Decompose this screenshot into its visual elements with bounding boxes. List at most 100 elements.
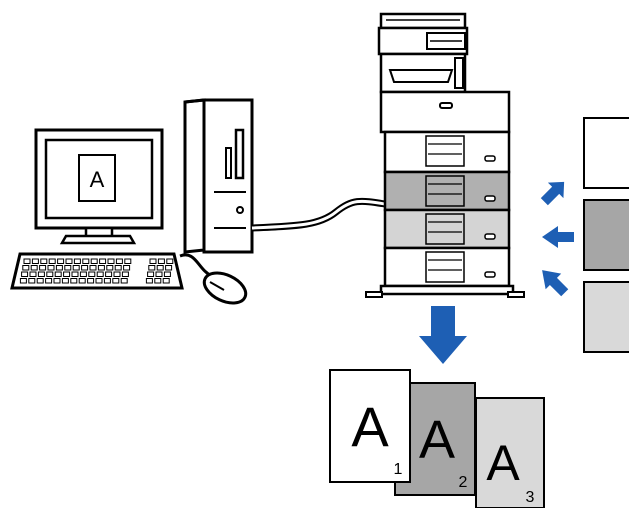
monitor: A bbox=[34, 128, 164, 245]
keyboard-key bbox=[65, 258, 73, 264]
keyboard-key bbox=[88, 271, 96, 277]
keyboard-key bbox=[79, 271, 87, 277]
keyboard-key bbox=[39, 265, 47, 271]
keyboard-key bbox=[70, 278, 78, 284]
keyboard-key bbox=[105, 271, 113, 277]
keyboard-key bbox=[73, 258, 81, 264]
keyboard-key bbox=[53, 278, 61, 284]
keyboard-key bbox=[87, 278, 95, 284]
output-page-3-number: 3 bbox=[526, 489, 535, 506]
keyboard-key bbox=[165, 265, 173, 271]
keyboard-key bbox=[163, 271, 171, 277]
keyboard-key bbox=[30, 265, 38, 271]
keyboard-key bbox=[145, 278, 153, 284]
keyboard-key bbox=[28, 278, 36, 284]
keyboard-key bbox=[81, 265, 89, 271]
keyboard-key bbox=[106, 265, 114, 271]
keyboard-key bbox=[107, 258, 115, 264]
keyboard-key bbox=[54, 271, 62, 277]
output-page-1-letter: A bbox=[351, 395, 389, 458]
keyboard-key bbox=[46, 271, 54, 277]
keyboard-key bbox=[82, 258, 90, 264]
keyboard-key bbox=[120, 278, 128, 284]
keyboard-key bbox=[78, 278, 86, 284]
output-page-2-number: 2 bbox=[459, 474, 468, 491]
input-sheets bbox=[583, 117, 629, 353]
input-sheet-dark bbox=[583, 199, 629, 271]
keyboard-key bbox=[156, 265, 164, 271]
pc-tower bbox=[183, 98, 254, 254]
arrow-left-icon bbox=[542, 226, 574, 248]
keyboard-key bbox=[114, 265, 122, 271]
keyboard-key bbox=[40, 258, 48, 264]
input-sheet-white bbox=[583, 117, 629, 189]
mouse bbox=[179, 253, 248, 305]
tray-handle bbox=[484, 155, 496, 162]
keyboard bbox=[10, 252, 184, 290]
keyboard-key bbox=[36, 278, 44, 284]
keyboard-key bbox=[96, 271, 104, 277]
keyboard-key bbox=[61, 278, 69, 284]
keyboard-key bbox=[22, 265, 30, 271]
input-sheet-light bbox=[583, 281, 629, 353]
keyboard-key bbox=[47, 265, 55, 271]
output-page-3-letter: A bbox=[486, 435, 520, 491]
keyboard-key bbox=[124, 258, 132, 264]
keyboard-key bbox=[162, 278, 170, 284]
keyboard-key bbox=[113, 271, 121, 277]
keyboard-key bbox=[123, 265, 131, 271]
computer: A bbox=[10, 98, 386, 305]
tray-3 bbox=[383, 208, 511, 250]
tray-label-slot bbox=[425, 251, 465, 283]
tray-handle bbox=[484, 233, 496, 240]
tray-2 bbox=[383, 170, 511, 212]
keyboard-key bbox=[64, 265, 72, 271]
tray-label-slot bbox=[425, 135, 465, 167]
power-button-icon bbox=[236, 206, 244, 214]
keyboard-key bbox=[112, 278, 120, 284]
keyboard-key bbox=[121, 271, 129, 277]
keyboard-key bbox=[115, 258, 123, 264]
tray-label-slot bbox=[425, 213, 465, 245]
tray-handle bbox=[484, 195, 496, 202]
printer bbox=[365, 12, 525, 298]
keyboard-key bbox=[147, 271, 155, 277]
feed-arrows bbox=[419, 181, 574, 364]
keyboard-key bbox=[154, 278, 162, 284]
monitor-document bbox=[78, 154, 116, 202]
tray-label-slot bbox=[425, 175, 465, 207]
tray-4 bbox=[383, 246, 511, 288]
output-page-3: A 3 bbox=[475, 397, 545, 508]
keyboard-key bbox=[55, 265, 63, 271]
arrow-up-left-icon bbox=[542, 270, 569, 297]
keyboard-key bbox=[21, 271, 29, 277]
keyboard-key bbox=[95, 278, 103, 284]
keyboard-key bbox=[72, 265, 80, 271]
keyboard-key bbox=[71, 271, 79, 277]
keyboard-key bbox=[166, 258, 174, 264]
keyboard-key bbox=[149, 258, 157, 264]
keyboard-key bbox=[103, 278, 111, 284]
arrow-down-left-icon bbox=[540, 181, 565, 206]
keyboard-key bbox=[63, 271, 71, 277]
keyboard-key bbox=[19, 278, 27, 284]
keyboard-key bbox=[48, 258, 56, 264]
keyboard-key bbox=[90, 258, 98, 264]
keyboard-key bbox=[155, 271, 163, 277]
keyboard-key bbox=[29, 271, 37, 277]
keyboard-key bbox=[57, 258, 65, 264]
tray-handle bbox=[484, 271, 496, 278]
arrow-down-icon bbox=[419, 306, 467, 364]
printer-cable bbox=[251, 197, 386, 232]
output-page-2-letter: A bbox=[419, 410, 455, 470]
output-page-1: A 1 bbox=[329, 369, 411, 483]
keyboard-key bbox=[31, 258, 39, 264]
keyboard-key bbox=[99, 258, 107, 264]
keyboard-key bbox=[23, 258, 31, 264]
keyboard-key bbox=[148, 265, 156, 271]
output-page-1-number: 1 bbox=[394, 461, 403, 478]
keyboard-key bbox=[97, 265, 105, 271]
keyboard-key bbox=[45, 278, 53, 284]
output-pages: A 3 A 2 A 1 bbox=[329, 369, 545, 508]
